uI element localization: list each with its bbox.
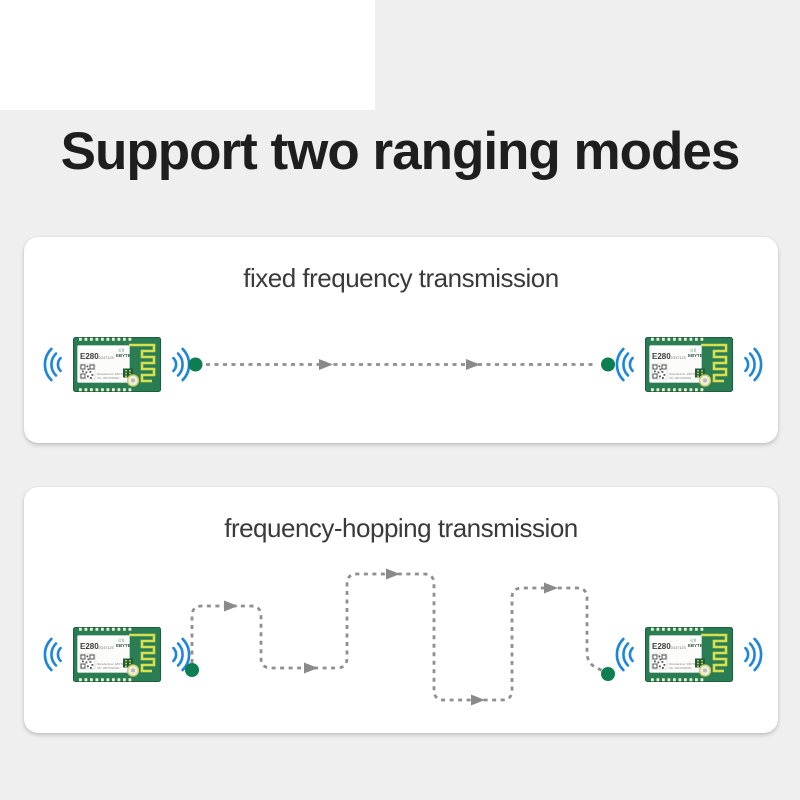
wifi-signal-icon: [172, 347, 191, 382]
panel-fixed-title: fixed frequency transmission: [243, 263, 559, 293]
endpoint-dot-right: [601, 667, 615, 681]
panel-hopping-title: frequency-hopping transmission: [224, 513, 578, 543]
transmission-path-zigzag: [190, 572, 604, 702]
panel-fixed-frequency: fixed frequency transmission: [24, 237, 778, 443]
arrow-icon: [544, 582, 558, 594]
frequency-hopping-diagram: [43, 568, 763, 706]
endpoint-dot-right: [601, 357, 615, 372]
arrow-icon: [466, 359, 480, 370]
rf-module-right: [644, 626, 734, 683]
rf-module-left: [72, 336, 162, 393]
wifi-signal-icon: [43, 347, 62, 382]
rf-module-left: [72, 626, 162, 683]
arrow-icon: [319, 359, 333, 370]
wifi-signal-icon: [43, 637, 62, 672]
arrow-icon: [224, 600, 238, 612]
endpoint-dot-left: [188, 357, 203, 372]
arrow-icon: [471, 694, 485, 706]
panel-frequency-hopping: frequency-hopping transmission: [24, 487, 778, 733]
rf-module-right: [644, 336, 734, 393]
top-left-white-block: [0, 0, 375, 110]
arrow-icon: [386, 568, 400, 580]
wifi-signal-icon: [615, 347, 634, 382]
fixed-frequency-diagram: [43, 336, 763, 393]
wifi-signal-icon: [615, 637, 634, 672]
wifi-signal-icon: [744, 637, 763, 672]
endpoint-dot-left: [185, 663, 199, 677]
wifi-signal-icon: [744, 347, 763, 382]
page-title: Support two ranging modes: [60, 122, 741, 181]
arrow-icon: [304, 662, 318, 674]
